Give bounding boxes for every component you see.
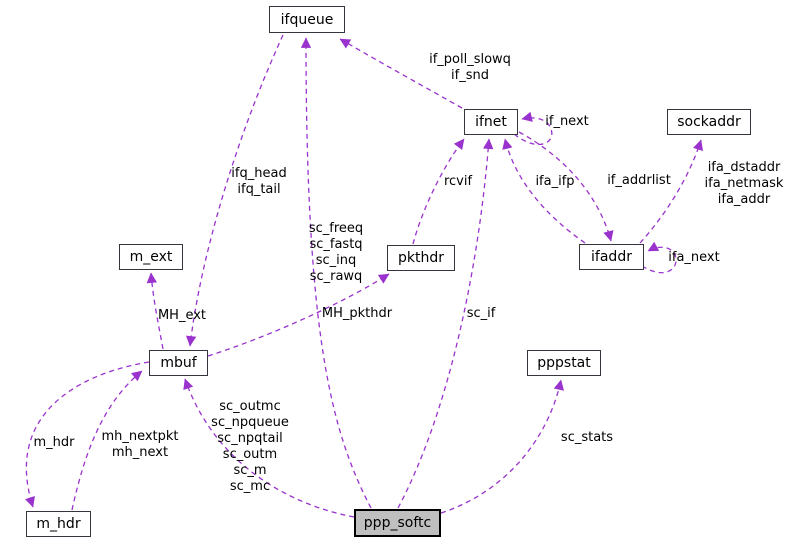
edge-if-addrlist: [518, 131, 614, 242]
edge-m-hdr: [25, 361, 150, 508]
node-m-hdr[interactable]: m_hdr: [26, 511, 91, 537]
node-ifnet[interactable]: ifnet: [464, 109, 518, 135]
node-mbuf[interactable]: mbuf: [149, 350, 208, 376]
edge-label-mh-ext: MH_ext: [157, 308, 207, 323]
edge-rcvif: [412, 138, 465, 245]
edge-if-poll-slowq: [339, 38, 463, 109]
edge-label-rcvif: rcvif: [443, 174, 473, 189]
edge-label-m-hdr: m_hdr: [33, 435, 75, 450]
edge-ifa-addrs: [639, 139, 703, 244]
node-ppp-softc[interactable]: ppp_softc: [354, 509, 441, 537]
edge-label-sc-if: sc_if: [466, 306, 496, 321]
edge-label-if-next: if_next: [545, 114, 589, 129]
edge-label-sc-queues: sc_freeq sc_fastq sc_inq sc_rawq: [308, 221, 364, 284]
edge-label-ifa-addrs: ifa_dstaddr ifa_netmask ifa_addr: [704, 160, 784, 207]
edge-label-mh-nextpkt: mh_nextpkt mh_next: [101, 429, 179, 460]
edge-label-if-poll-slowq: if_poll_slowq if_snd: [429, 52, 511, 83]
edge-ifa-ifp: [502, 138, 586, 244]
edge-label-sc-stats: sc_stats: [560, 430, 614, 445]
edge-label-if-addrlist: if_addrlist: [607, 173, 671, 188]
edge-label-ifa-next: ifa_next: [668, 250, 720, 265]
edge-ifa-next-loop: [641, 241, 677, 274]
node-pppstat[interactable]: pppstat: [527, 350, 601, 376]
edge-if-next-loop: [513, 111, 553, 145]
edge-sc-stats: [440, 379, 564, 514]
edge-sc-if: [397, 138, 494, 509]
node-m-ext[interactable]: m_ext: [119, 244, 183, 270]
edge-ifq-head-tail: [185, 34, 284, 347]
edge-mh-pkthdr: [207, 273, 390, 357]
edge-label-ifq-head: ifq_head ifq_tail: [231, 166, 287, 197]
edge-label-mh-pkthdr: MH_pkthdr: [321, 306, 393, 321]
node-sockaddr[interactable]: sockaddr: [667, 109, 751, 135]
edge-mh-ext: [146, 272, 164, 350]
edge-label-sc-mbufs: sc_outmc sc_npqueue sc_npqtail sc_outm s…: [211, 399, 289, 494]
node-pkthdr[interactable]: pkthdr: [387, 245, 455, 271]
node-ifqueue[interactable]: ifqueue: [269, 6, 345, 33]
edge-sc-queues: [300, 37, 372, 509]
edge-label-ifa-ifp: ifa_ifp: [535, 174, 575, 189]
node-ifaddr[interactable]: ifaddr: [579, 244, 644, 270]
